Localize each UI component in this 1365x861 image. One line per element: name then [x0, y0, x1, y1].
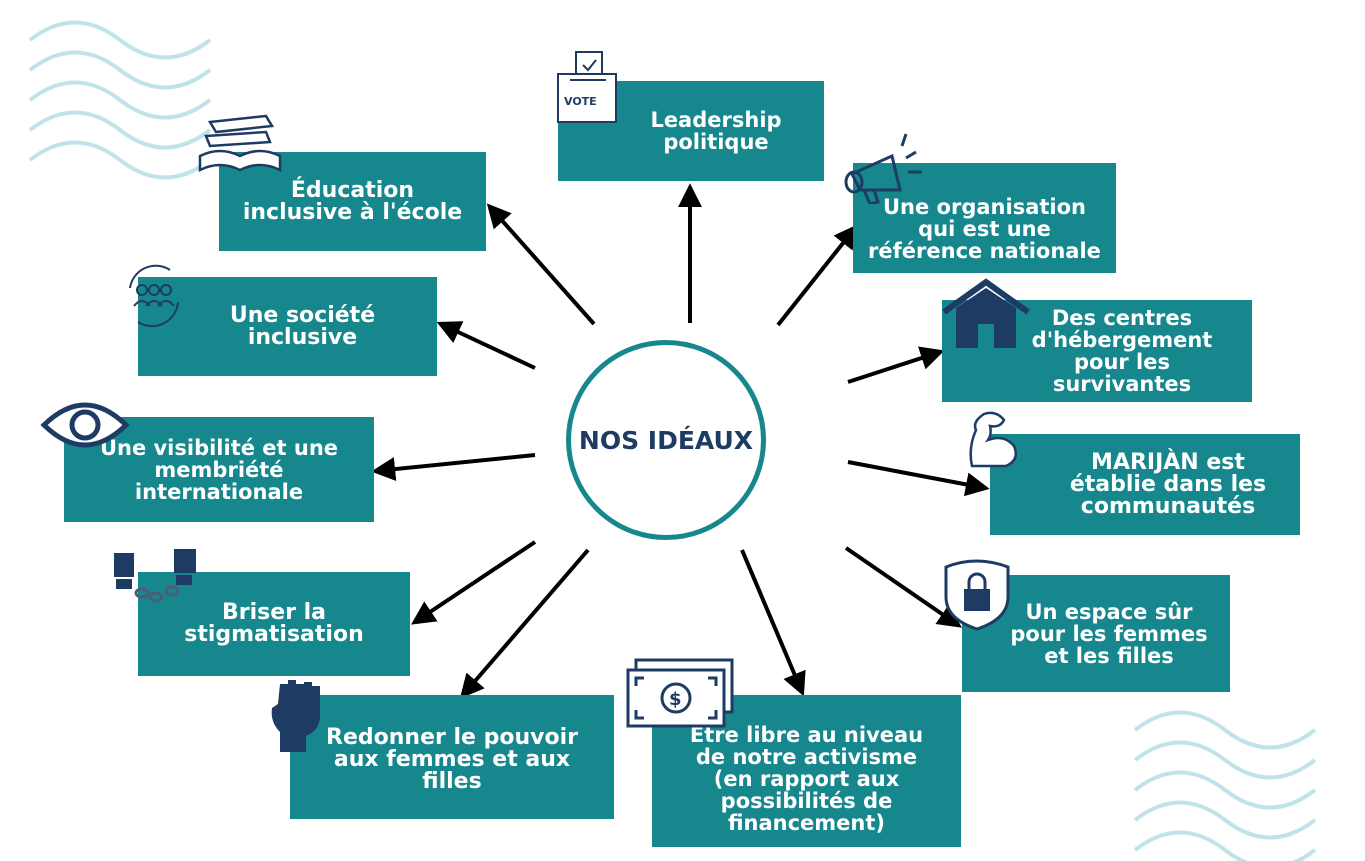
center-circle: NOS IDÉAUX	[566, 340, 766, 540]
ideal-label: Une organisation qui est une référence n…	[868, 195, 1101, 263]
arrow-espace	[844, 546, 962, 628]
ideal-box-societe: Une société inclusive	[138, 277, 437, 376]
ideal-label: MARIJÀN est établie dans les communautés	[1069, 449, 1267, 519]
books-icon	[198, 114, 282, 173]
arrow-marijan	[847, 460, 990, 497]
megaphone-icon	[844, 133, 922, 204]
shield-lock-icon	[944, 559, 1010, 631]
ideal-label: Redonner le pouvoir aux femmes et aux fi…	[326, 725, 578, 794]
ideal-label: Leadership politique	[650, 108, 782, 154]
broken-chains-icon	[114, 549, 196, 603]
svg-text:$: $	[669, 689, 682, 710]
ideal-label: Une visibilité et une membriété internat…	[99, 435, 339, 504]
ideal-label: Éducation inclusive à l'école	[242, 177, 463, 225]
ideal-box-visibilite: Une visibilité et une membriété internat…	[64, 417, 374, 522]
arrow-visibilite	[371, 453, 536, 482]
arrow-education	[486, 203, 596, 326]
ideal-label: Être libre au niveau de notre activisme …	[689, 723, 924, 835]
house-icon	[942, 278, 1030, 348]
arrow-pouvoir	[459, 548, 590, 699]
center-label: NOS IDÉAUX	[578, 425, 754, 455]
raised-fist-icon	[271, 680, 320, 752]
ballot-box-icon: VOTE	[557, 51, 617, 123]
arrow-stigmatisation	[411, 540, 537, 625]
arrow-centres	[847, 346, 945, 384]
group-cycle-icon	[129, 264, 179, 328]
arrow-organisation	[776, 224, 858, 327]
arrow-societe	[436, 321, 536, 370]
ideal-box-stigmatisation: Briser la stigmatisation	[138, 572, 410, 676]
flexed-arm-icon	[969, 411, 1017, 468]
arrow-libre	[740, 549, 806, 697]
ideal-box-leadership: Leadership politique	[558, 81, 824, 181]
ideal-box-marijan: MARIJÀN est établie dans les communautés	[990, 434, 1300, 535]
vote-label: VOTE	[564, 95, 597, 108]
ideal-box-pouvoir: Redonner le pouvoir aux femmes et aux fi…	[290, 695, 614, 819]
ideal-label: Une société inclusive	[229, 302, 376, 350]
eye-icon	[40, 402, 130, 448]
ideal-label: Des centres d'hébergement pour les survi…	[1031, 306, 1213, 396]
ideal-box-centres: Des centres d'hébergement pour les survi…	[942, 300, 1252, 402]
ideal-box-education: Éducation inclusive à l'école	[219, 152, 486, 251]
ideal-label: Briser la stigmatisation	[184, 600, 364, 647]
ideal-label: Un espace sûr pour les femmes et les fil…	[1010, 599, 1208, 668]
money-icon: $	[626, 658, 734, 728]
